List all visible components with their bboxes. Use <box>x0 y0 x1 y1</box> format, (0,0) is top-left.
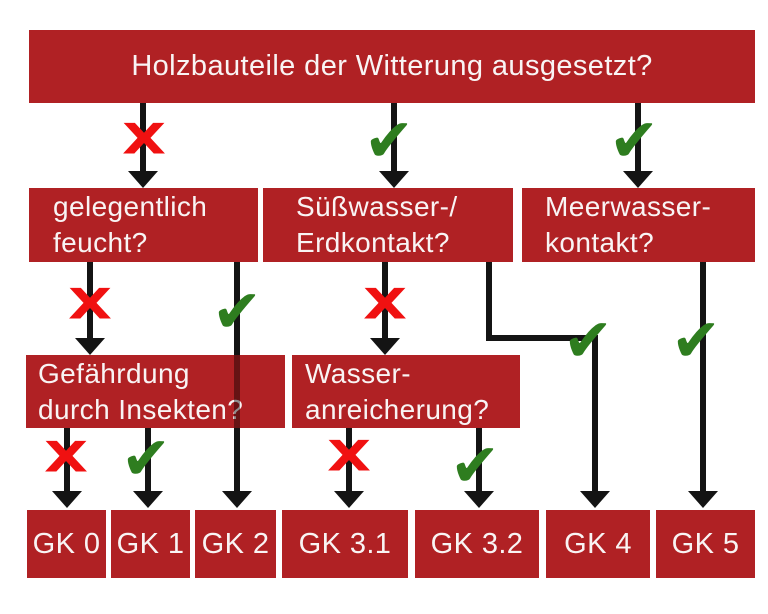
arrowhead-wasseranreicherung-to-gk31 <box>334 491 364 508</box>
connector-suesswasser-to-wasseranreicherung <box>382 262 388 338</box>
gk4-label: GK 4 <box>564 527 632 560</box>
node-gefaehrdung-insekten: Gefährdung durch Insekten? <box>26 355 285 428</box>
feucht-label-line1: gelegentlich <box>53 191 208 222</box>
arrowhead-insekten-to-gk0 <box>52 491 82 508</box>
no-mark-root-to-feucht: X <box>121 115 167 164</box>
connector-suesswasser-to-gk4 <box>592 335 598 492</box>
connector-suesswasser-elbow-across <box>486 335 598 341</box>
suesswasser-label-line1: Süßwasser-/ <box>296 191 458 222</box>
arrowhead-root-to-suesswasser <box>379 171 409 188</box>
node-gk32: GK 3.2 <box>415 510 539 578</box>
feucht-label-line2: feucht? <box>53 227 148 258</box>
arrowhead-suesswasser-to-gk4 <box>580 491 610 508</box>
yes-mark-insekten-to-gk1: ✔ <box>120 424 172 494</box>
no-mark-wasseranreicherung-to-gk31: X <box>326 432 372 481</box>
connector-wasseranreicherung-to-gk32 <box>476 428 482 492</box>
node-gk1: GK 1 <box>111 510 190 578</box>
connector-root-to-meerwasser <box>635 103 641 171</box>
gk31-label: GK 3.1 <box>298 527 392 560</box>
yes-mark-suesswasser-to-gk4: ✔ <box>562 306 614 376</box>
connector-wasseranreicherung-to-gk31 <box>346 428 352 492</box>
node-suesswasser-erdkontakt: Süßwasser-/ Erdkontakt? <box>263 188 513 262</box>
insekten-label-line2: durch Insekten? <box>38 393 244 425</box>
yes-mark-root-to-meerwasser: ✔ <box>608 106 660 176</box>
connector-meerwasser-to-gk5 <box>700 262 706 492</box>
root-question-label: Holzbauteile der Witterung ausgesetzt? <box>131 50 653 82</box>
wasseranreicherung-label-line1: Wasser- <box>305 357 411 389</box>
wasseranreicherung-label-line2: anreicherung? <box>305 393 490 425</box>
node-gelegentlich-feucht: gelegentlich feucht? <box>29 188 258 262</box>
connector-insekten-to-gk0 <box>64 428 70 492</box>
gk1-label: GK 1 <box>116 527 185 560</box>
connector-feucht-to-insekten <box>87 262 93 338</box>
node-gk4: GK 4 <box>546 510 650 578</box>
arrowhead-insekten-to-gk1 <box>133 491 163 508</box>
node-gk2: GK 2 <box>195 510 276 578</box>
gk2-label: GK 2 <box>201 527 270 560</box>
insekten-label-line1: Gefährdung <box>38 357 190 389</box>
connector-root-to-suesswasser <box>391 103 397 171</box>
node-gk31: GK 3.1 <box>282 510 408 578</box>
yes-mark-root-to-suesswasser: ✔ <box>363 106 415 176</box>
node-gk0: GK 0 <box>27 510 106 578</box>
node-gk5: GK 5 <box>656 510 755 578</box>
no-mark-feucht-to-insekten: X <box>67 280 113 329</box>
meerwasser-label-line2: kontakt? <box>545 227 655 258</box>
yes-mark-wasseranreicherung-to-gk32: ✔ <box>449 431 501 501</box>
node-root-question: Holzbauteile der Witterung ausgesetzt? <box>29 30 755 103</box>
no-mark-insekten-to-gk0: X <box>43 433 89 482</box>
suesswasser-label-line2: Erdkontakt? <box>296 227 450 258</box>
connector-insekten-to-gk1 <box>145 428 151 492</box>
yes-mark-feucht-to-gk2: ✔ <box>211 277 263 347</box>
node-meerwasser-kontakt: Meerwasser- kontakt? <box>522 188 755 262</box>
gk0-label: GK 0 <box>32 527 101 560</box>
arrowhead-wasseranreicherung-to-gk32 <box>464 491 494 508</box>
arrowhead-root-to-feucht <box>128 171 158 188</box>
arrowhead-root-to-meerwasser <box>623 171 653 188</box>
meerwasser-label-line1: Meerwasser- <box>545 191 712 222</box>
no-mark-suesswasser-to-wasseranreicherung: X <box>362 280 408 329</box>
gk5-label: GK 5 <box>671 527 740 560</box>
yes-mark-meerwasser-to-gk5: ✔ <box>670 306 722 376</box>
arrowhead-suesswasser-to-wasseranreicherung <box>370 338 400 355</box>
arrowhead-meerwasser-to-gk5 <box>688 491 718 508</box>
connector-suesswasser-elbow-down <box>486 262 492 341</box>
arrowhead-feucht-to-gk2 <box>222 491 252 508</box>
gk32-label: GK 3.2 <box>430 527 524 560</box>
node-wasseranreicherung: Wasser- anreicherung? <box>292 355 520 428</box>
connector-root-to-feucht <box>140 103 146 171</box>
arrowhead-feucht-to-insekten <box>75 338 105 355</box>
connector-shadow-through-insekten-box <box>234 355 240 428</box>
